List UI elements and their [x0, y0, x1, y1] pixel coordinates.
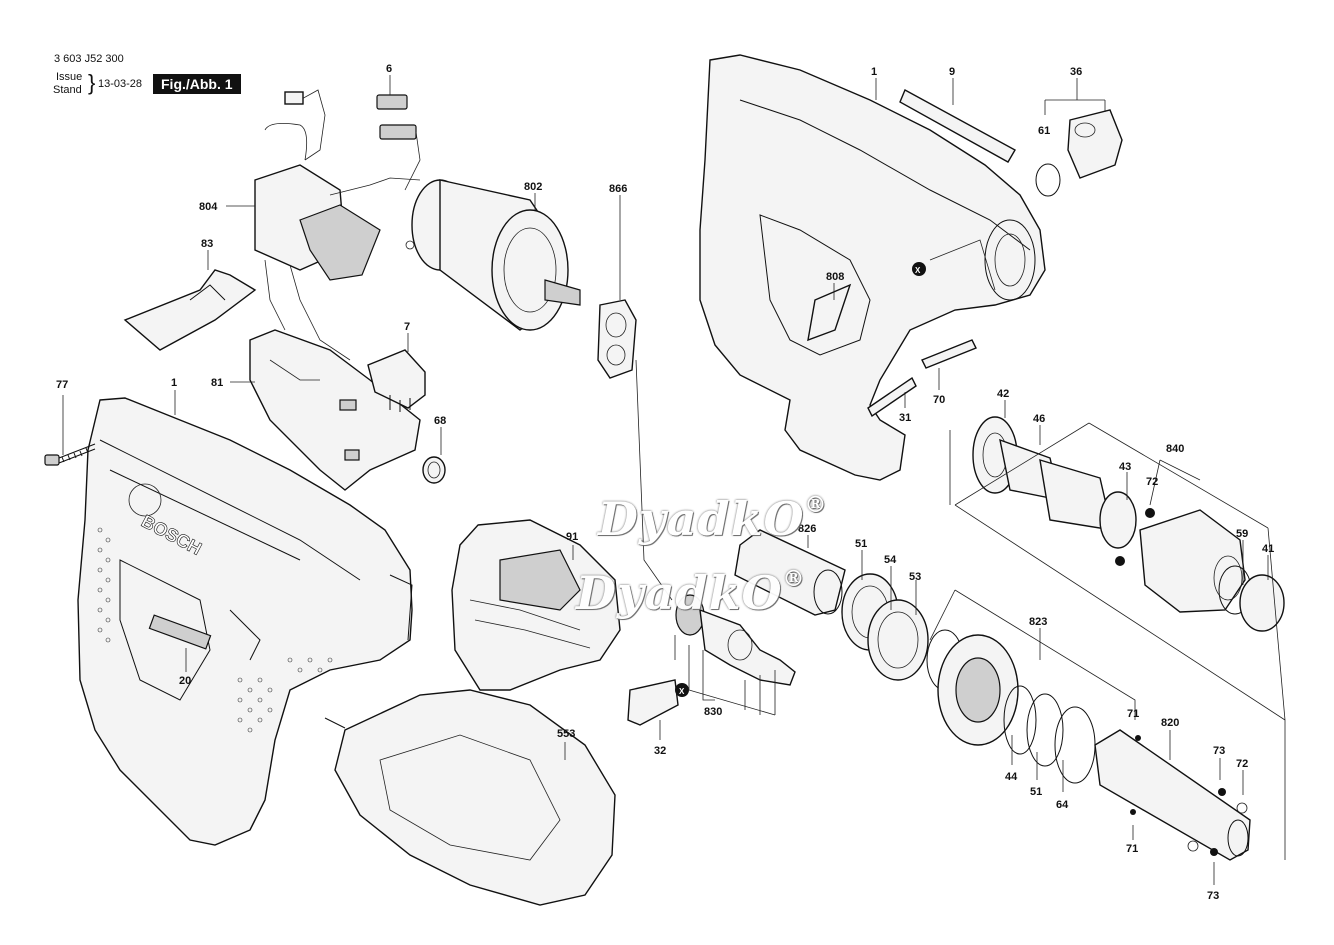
battery-pack-part [451, 519, 621, 691]
gear-shaft-part [675, 594, 796, 686]
label-59: 59 [1236, 528, 1248, 540]
housing-left-dots [97, 527, 333, 733]
terminal-block-part [367, 349, 426, 412]
seal-cap-part [1035, 109, 1123, 197]
label-81: 81 [211, 377, 223, 389]
label-70: 70 [933, 394, 945, 406]
issue-date: 13-03-28 [98, 78, 143, 90]
pin-part [867, 339, 977, 418]
label-553: 553 [557, 728, 575, 740]
label-9: 9 [949, 66, 955, 78]
cap-part [422, 456, 446, 484]
label-36: 36 [1070, 66, 1082, 78]
plate-part: X [627, 679, 689, 726]
gear-set-part [926, 629, 1096, 784]
spring-clip-part [123, 269, 257, 351]
watermark-upper: DyadkO® [598, 492, 828, 546]
brace: } [88, 70, 96, 95]
label-68: 68 [434, 415, 446, 427]
label-43: 43 [1119, 461, 1131, 473]
label-820: 820 [1161, 717, 1179, 729]
cover-part [324, 689, 616, 906]
spindle-part [1094, 729, 1251, 861]
label-1-upper: 1 [871, 66, 877, 78]
label-72-lower: 72 [1236, 758, 1248, 770]
label-72-upper: 72 [1146, 476, 1158, 488]
label-46: 46 [1033, 413, 1045, 425]
label-823: 823 [1029, 616, 1047, 628]
label-808: 808 [826, 271, 844, 283]
gear-tube-part [734, 529, 846, 616]
label-51-upper: 51 [855, 538, 867, 550]
label-826: 826 [798, 523, 816, 535]
label-866: 866 [609, 183, 627, 195]
label-71-upper: 71 [1127, 708, 1139, 720]
label-840: 840 [1166, 443, 1184, 455]
label-6: 6 [386, 63, 392, 75]
toolholder-set-part [972, 416, 1285, 632]
label-51-lower: 51 [1030, 786, 1042, 798]
label-44: 44 [1005, 771, 1018, 783]
part-labels: 1 9 36 61 6 802 866 804 83 7 81 77 1 68 … [56, 63, 1274, 902]
label-53: 53 [909, 571, 921, 583]
label-804: 804 [199, 201, 218, 213]
housing-left-part [77, 397, 413, 846]
label-73-lower: 73 [1207, 890, 1219, 902]
svg-text:X: X [679, 687, 685, 696]
svg-text:X: X [915, 266, 921, 275]
circuit-board-part [249, 329, 421, 491]
watermark-lower: DyadkO® [576, 566, 806, 620]
label-91: 91 [566, 531, 578, 543]
label-31: 31 [899, 412, 911, 424]
figure-label: Fig./Abb. 1 [153, 74, 241, 94]
label-54: 54 [884, 554, 897, 566]
switch-part [254, 89, 421, 361]
label-20: 20 [179, 675, 191, 687]
needle-bearing-part [597, 299, 673, 601]
label-32: 32 [654, 745, 666, 757]
label-1-lower: 1 [171, 377, 177, 389]
label-64: 64 [1056, 799, 1069, 811]
label-7: 7 [404, 321, 410, 333]
label-830: 830 [704, 706, 722, 718]
label-77: 77 [56, 379, 68, 391]
issue-label: Issue [56, 71, 83, 83]
label-part [807, 89, 1016, 342]
connector-part [376, 94, 421, 191]
motor-part [405, 179, 581, 331]
label-41: 41 [1262, 543, 1274, 555]
label-42: 42 [997, 388, 1009, 400]
screw-part [44, 443, 96, 466]
label-73-upper: 73 [1213, 745, 1225, 757]
clutch-set-part [841, 573, 929, 681]
label-83: 83 [201, 238, 213, 250]
stand-label: Stand [53, 84, 82, 96]
leader-lines [62, 75, 1286, 885]
document-number: 3 603 J52 300 [54, 53, 124, 65]
label-802: 802 [524, 181, 542, 193]
label-71-lower: 71 [1126, 843, 1138, 855]
label-61: 61 [1038, 125, 1050, 137]
